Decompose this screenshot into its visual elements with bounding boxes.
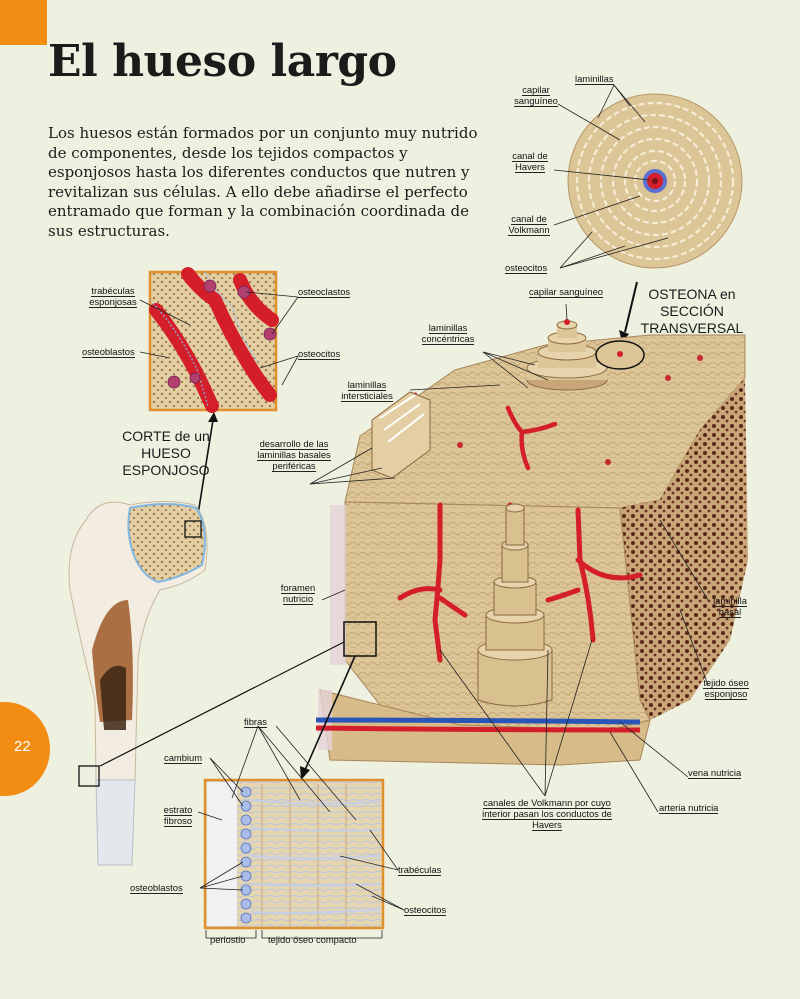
- compact-bone-panel: [203, 778, 385, 930]
- page-number: 22: [14, 738, 31, 755]
- label-periostio: periostio: [210, 934, 246, 945]
- label-osteocitos-top: osteocitos: [505, 262, 548, 274]
- interstitial-block: [371, 391, 431, 479]
- osteon-cross-section: [567, 93, 743, 269]
- label-laminillas: laminillas: [575, 73, 614, 85]
- label-trabeculas: trabéculas: [398, 864, 442, 876]
- page-title: El hueso largo: [48, 36, 397, 87]
- spongy-bone-closeup: [148, 267, 279, 413]
- label-osteocitos-closeup: osteocitos: [298, 348, 341, 360]
- label-osteoblastos-panel: osteoblastos: [130, 882, 183, 894]
- label-trabeculas-esponjosas: trabéculas esponjosas: [89, 285, 137, 308]
- label-canal-volkmann: canal de Volkmann: [508, 213, 550, 236]
- label-arteria-nutricia: arteria nutricia: [659, 802, 719, 814]
- label-desarrollo-laminillas: desarrollo de las laminillas basales per…: [257, 438, 331, 472]
- label-estrato-fibroso: estrato fibroso: [163, 804, 193, 827]
- label-tejido-esponjoso: tejido óseo esponjoso: [703, 677, 749, 700]
- label-canal-havers: canal de Havers: [512, 150, 548, 173]
- osteon-cone-top: [526, 319, 608, 391]
- osteona-title: OSTEONA en SECCIÓN TRANSVERSAL: [640, 286, 744, 336]
- femur-illustration: [68, 501, 208, 866]
- label-foramen-nutricio: foramen nutricio: [280, 582, 316, 605]
- label-fibras: fibras: [244, 716, 267, 728]
- label-tejido-compacto: tejido óseo compacto: [268, 934, 357, 945]
- bone-block: [315, 319, 748, 766]
- label-capilar-sanguineo-block: capilar sanguíneo: [528, 286, 603, 298]
- label-laminilla-basal: laminilla basal: [713, 595, 747, 618]
- label-osteoclastos: osteoclastos: [298, 286, 351, 298]
- label-vena-nutricia: vena nutricia: [688, 767, 742, 779]
- osteon-cone-front: [477, 503, 553, 707]
- corner-tab: [0, 0, 47, 45]
- label-cambium: cambium: [164, 752, 203, 764]
- label-capilar-sanguineo-top: capilar sanguíneo: [514, 84, 558, 107]
- label-osteoblastos-closeup: osteoblastos: [82, 346, 135, 358]
- corte-title: CORTE de un HUESO ESPONJOSO: [122, 428, 210, 478]
- label-laminillas-concentricas: laminillas concéntricas: [421, 322, 475, 345]
- label-osteocitos-panel: osteocitos: [404, 904, 447, 916]
- label-laminillas-intersticiales: laminillas intersticiales: [341, 379, 393, 402]
- intro-paragraph: Los huesos están formados por un conjunt…: [48, 124, 478, 240]
- label-canales-volkmann: canales de Volkmann por cuyo interior pa…: [482, 797, 612, 831]
